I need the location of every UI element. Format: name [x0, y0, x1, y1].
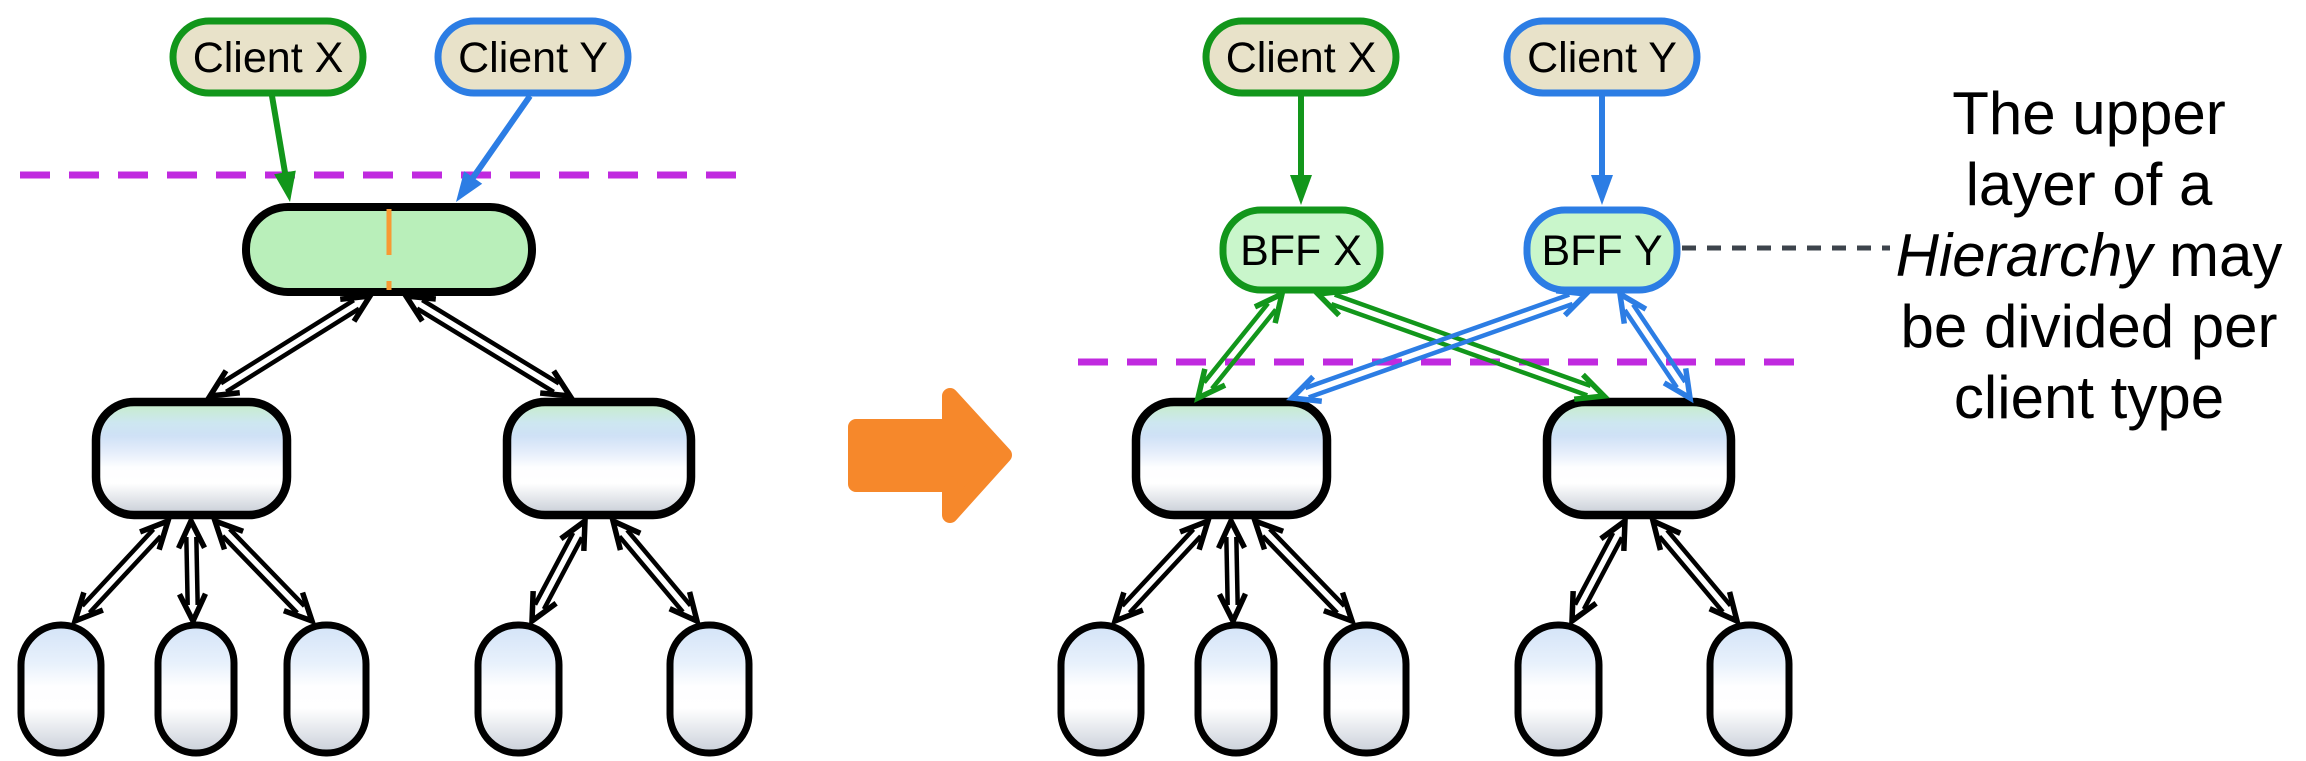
connector-mid1-to-leaf1-right	[1110, 516, 1213, 626]
bff-y-node	[1523, 206, 1681, 294]
connector-top-to-mid1-left	[204, 292, 376, 400]
connector-mid2-to-leaf5-right	[1648, 516, 1742, 626]
leaf-node	[1514, 621, 1603, 757]
arrow-client-x-left	[269, 95, 296, 202]
client-x-node-left	[169, 17, 367, 97]
annotation-text: The upper layer of a Hierarchy may be di…	[1872, 78, 2306, 433]
client-x-label-right: Client X	[1226, 34, 1377, 82]
connector-bffx-to-mid1	[1194, 289, 1286, 403]
annotation-line: The upper	[1952, 80, 2226, 147]
client-y-label-left: Client Y	[458, 34, 608, 82]
annotation-line: be divided per	[1900, 293, 2278, 360]
connector-mid1-to-leaf2-right	[1216, 514, 1248, 628]
mid-service-box-right-2	[1542, 397, 1736, 520]
connector-top-to-mid2-left	[400, 292, 576, 400]
mid-service-box-right-1	[1131, 397, 1332, 520]
leaf-node	[283, 621, 370, 757]
bff-y-label: BFF Y	[1541, 227, 1662, 275]
connector-mid1-to-leaf3-left	[210, 516, 317, 626]
client-x-label-left: Client X	[193, 34, 344, 82]
leaf-node	[1194, 621, 1278, 757]
leaf-node	[474, 621, 563, 757]
leaf-node	[1323, 621, 1410, 757]
connector-mid2-to-leaf4-right	[1569, 515, 1628, 627]
arrow-client-x-to-bffx	[1290, 96, 1312, 205]
connector-layer	[70, 94, 1742, 628]
transform-arrow-icon	[848, 388, 1012, 523]
connector-mid1-to-leaf2-left	[176, 514, 208, 628]
connector-bffy-to-mid2	[1616, 288, 1694, 404]
connector-mid2-to-leaf4-left	[529, 515, 588, 627]
client-y-node-right	[1503, 17, 1701, 97]
bff-x-node	[1219, 206, 1384, 294]
leaf-node	[17, 621, 105, 757]
annotation-line: layer of a	[1965, 151, 2213, 218]
annotation-line: client type	[1953, 364, 2225, 431]
leaf-node	[1057, 621, 1145, 757]
connector-mid1-to-leaf3-right	[1250, 516, 1357, 626]
connector-bffx-to-mid2	[1312, 288, 1610, 402]
connector-bffy-to-mid1	[1286, 288, 1592, 404]
leaf-node	[154, 621, 238, 757]
annotation-line: Hierarchy may	[1895, 222, 2283, 289]
client-x-node-right	[1202, 17, 1400, 97]
mid-service-box-left-1	[91, 397, 292, 520]
client-y-node-left	[434, 17, 632, 97]
leaf-node	[1706, 621, 1793, 757]
mid-service-box-left-2	[502, 397, 696, 520]
connector-mid2-to-leaf5-left	[608, 516, 702, 626]
client-y-label-right: Client Y	[1527, 34, 1677, 82]
connector-mid1-to-leaf1-left	[70, 516, 173, 626]
arrow-client-y-to-bffy	[1591, 96, 1613, 205]
arrow-client-y-left	[456, 94, 533, 202]
bff-x-label: BFF X	[1240, 227, 1362, 275]
leaf-node	[666, 621, 753, 757]
